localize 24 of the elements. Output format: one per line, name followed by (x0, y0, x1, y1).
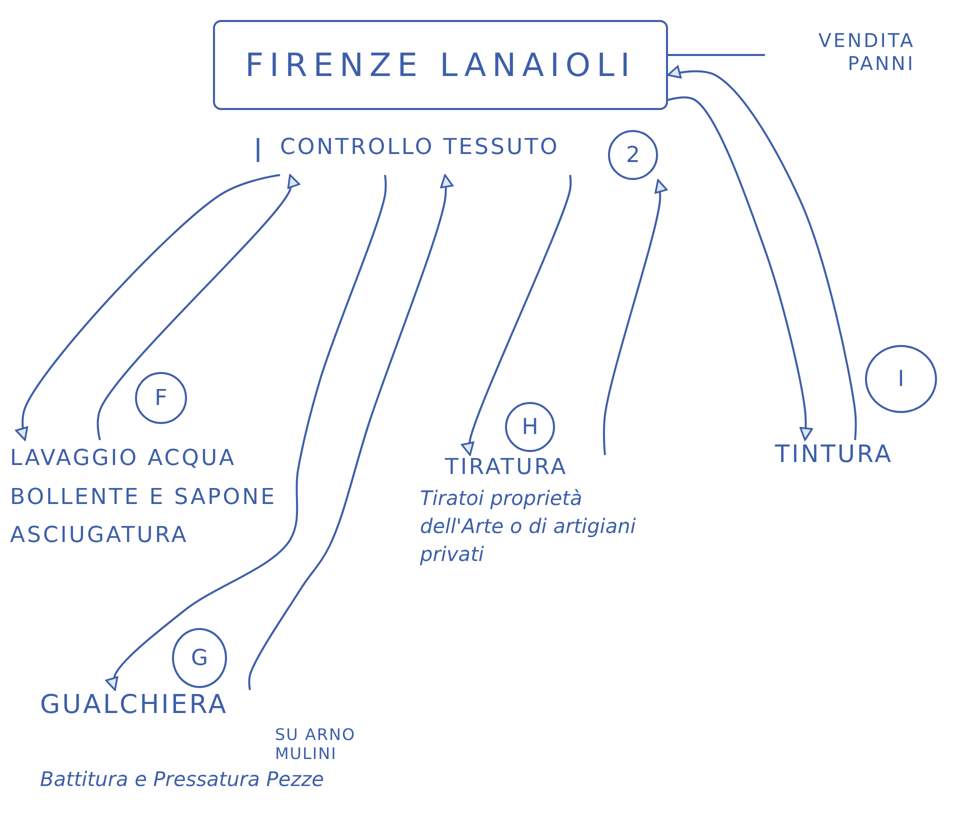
circled-label: H (505, 402, 555, 452)
step-label: CONTROLLO TESSUTO (280, 135, 605, 175)
step-label: TINTURA (775, 440, 950, 480)
step-note: Tiratoi proprietà dell'Arte o di artigiani privati (420, 485, 637, 568)
circled-label: F (135, 372, 187, 424)
circled-label: 2 (608, 130, 658, 180)
step-heading: TIRATURA (445, 455, 569, 480)
arrow (602, 179, 668, 456)
arrow (248, 174, 454, 690)
arrow (461, 174, 572, 456)
arrow (668, 96, 813, 441)
side-note: SU ARNO MULINI (275, 725, 357, 764)
arrow (105, 174, 387, 691)
circled-label: I (865, 345, 937, 413)
title-text: FIRENZE LANAIOLI (245, 46, 636, 84)
arrow (15, 174, 280, 441)
step-note: Battitura e Pressatura Pezze (40, 766, 325, 793)
step-label: VENDITA PANNI (765, 30, 915, 100)
arrow (667, 66, 857, 440)
title-box (213, 20, 668, 110)
step-label: LAVAGGIO ACQUA BOLLENTE E SAPONE ASCIUGATURA (10, 440, 295, 575)
circled-label: G (172, 628, 227, 688)
arrow (96, 174, 300, 440)
step-heading: GUALCHIERA (40, 690, 230, 720)
